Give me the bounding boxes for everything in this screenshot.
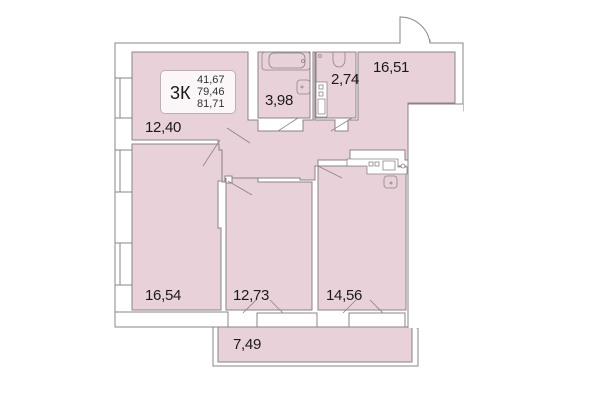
utility-shaft-icon [315,81,328,118]
entrance-door [399,16,431,44]
balcony-room [217,326,413,363]
bathroom-room [257,51,311,119]
door-swings [202,117,384,314]
sink-icon [296,79,311,95]
toilet-icon [318,52,346,68]
room-label-bedroom-left: 16,54 [145,287,182,304]
rooms [131,51,456,363]
room-label-bedroom-right: 14,56 [326,287,363,304]
apartment-areas: 41,67 79,46 81,71 [197,74,225,110]
bedroom-left-room [131,143,223,311]
room-label-bedroom-middle: 12,73 [233,287,270,304]
room-label-balcony: 7,49 [233,336,261,353]
room-label-toilet: 2,74 [331,71,359,88]
apartment-type: 3К [170,83,191,103]
room-label-bathroom: 3,98 [265,92,293,109]
room-label-12-40: 12,40 [145,119,182,136]
apartment-summary-badge: 3К 41,67 79,46 81,71 [160,70,236,114]
living-area: 41,67 [197,74,225,86]
windows [114,77,133,286]
total-area: 79,46 [197,86,225,98]
partitions [114,103,463,328]
kitchen-counter-icon [346,158,408,189]
bathtub-icon [261,51,311,71]
total-area-with-balcony: 81,71 [197,98,225,110]
room-label-kitchen: 16,51 [373,59,410,76]
bedroom-middle-room [225,177,313,311]
